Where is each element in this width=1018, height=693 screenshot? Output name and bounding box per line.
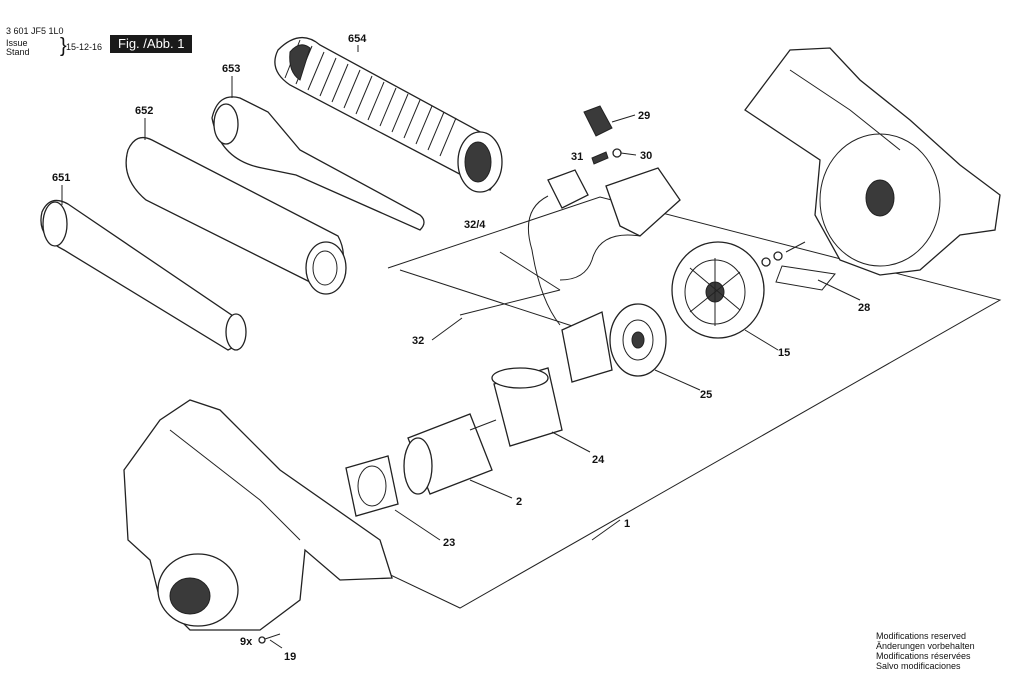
label-654: 654 (348, 33, 367, 45)
part-32-4-switch-module (527, 167, 681, 326)
label-24: 24 (592, 454, 605, 466)
leader-lines (61, 45, 861, 649)
part-653-nozzle (211, 96, 425, 231)
notice-line-de: Änderungen vorbehalten (876, 641, 975, 651)
brace-glyph: } (60, 35, 67, 57)
label-652: 652 (135, 105, 153, 117)
part-25-end-plate (561, 303, 667, 383)
issue-date: 15-12-16 (66, 42, 103, 52)
right-housing-half (744, 47, 1001, 276)
label-29: 29 (638, 110, 650, 122)
left-housing-half (123, 399, 393, 631)
label-653: 653 (222, 63, 240, 75)
label-25: 25 (700, 389, 712, 401)
stand-label: Stand (6, 47, 30, 57)
part-24-sleeve (491, 367, 563, 447)
part-2-motor (403, 413, 497, 495)
figure-title: Fig. /Abb. 1 (110, 35, 193, 53)
label-651: 651 (52, 172, 70, 184)
document-id: 3 601 JF5 1L0 (6, 26, 64, 36)
small-parts-cluster (583, 105, 622, 165)
label-15: 15 (778, 347, 790, 359)
notice-line-es: Salvo modificaciones (876, 661, 961, 671)
part-19-screw (258, 633, 281, 644)
label-32-4: 32/4 (464, 219, 486, 231)
notice-line-fr: Modifications réservées (876, 651, 971, 661)
label-2: 2 (516, 496, 522, 508)
label-28: 28 (858, 302, 870, 314)
label-30: 30 (640, 150, 652, 162)
part-labels: 654 653 652 651 29 31 30 32/4 32 28 15 2… (52, 33, 870, 663)
part-651-tube (40, 199, 247, 351)
label-19: 19 (284, 651, 296, 663)
label-31: 31 (571, 151, 583, 163)
screw-washers (761, 241, 836, 291)
part-652-tube (125, 136, 347, 295)
label-1: 1 (624, 518, 630, 530)
label-32: 32 (412, 335, 424, 347)
part-654-hose (274, 37, 503, 193)
issue-label: Issue (6, 38, 28, 48)
part-23-collar (345, 455, 399, 517)
notice-line-en: Modifications reserved (876, 631, 967, 641)
part-15-fan (671, 241, 765, 339)
label-23: 23 (443, 537, 455, 549)
label-9x: 9x (240, 636, 253, 648)
modifications-notice: Modifications reserved Änderungen vorbeh… (876, 631, 975, 671)
